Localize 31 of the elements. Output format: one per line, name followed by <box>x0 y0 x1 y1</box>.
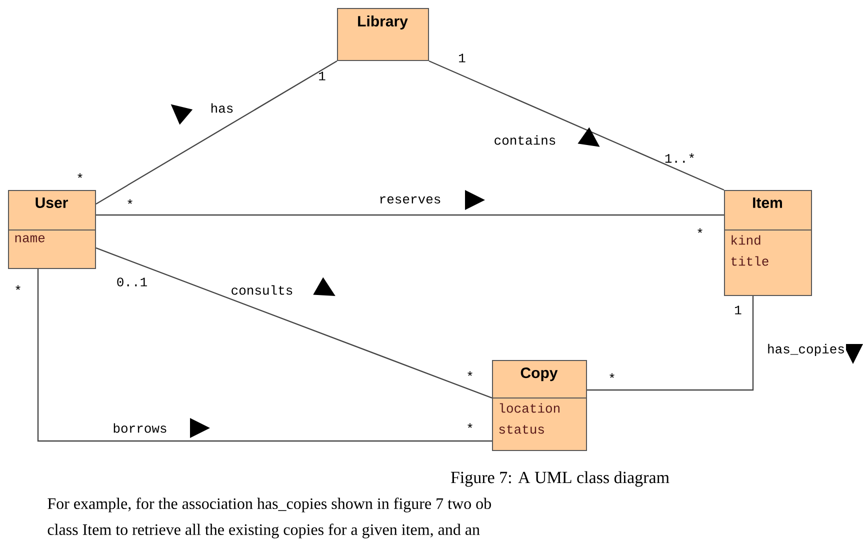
paragraph-line: class Item to retrieve all the existing copies for a given item, and an <box>48 524 480 538</box>
multiplicity-label: * <box>610 373 614 378</box>
edge-label: has_copies <box>766 342 846 358</box>
multiplicity-label: * <box>468 423 472 428</box>
association-line <box>96 214 724 216</box>
multiplicity-label: * <box>698 228 702 233</box>
multiplicity-label: * <box>468 371 472 376</box>
association-line <box>96 247 492 399</box>
multiplicity-label: * <box>128 199 132 204</box>
edge-label: consults <box>230 284 294 296</box>
association-line <box>96 60 338 205</box>
edge-label: contains <box>492 134 558 146</box>
association-line <box>587 296 754 391</box>
class-box: User name <box>8 190 96 269</box>
multiplicity-label: 1 <box>459 54 466 62</box>
association-line <box>428 60 724 191</box>
multiplicity-label: 0..1 <box>117 278 147 286</box>
multiplicity-label: 1 <box>735 306 742 314</box>
class-box: Item kind title <box>724 190 812 296</box>
figure-caption: Figure 7: A UML class diagram <box>450 471 670 487</box>
paragraph-line: For example, for the association has_copies shown in figure 7 two ob <box>48 498 491 512</box>
class-box: Library <box>337 8 429 61</box>
edge-label: has <box>209 102 235 114</box>
multiplicity-label: 1 <box>319 72 326 80</box>
multiplicity-label: * <box>78 173 82 178</box>
association-line <box>37 269 492 442</box>
edge-label: borrows <box>112 422 168 434</box>
multiplicity-label: 1..* <box>665 153 694 163</box>
edge-label: reserves <box>378 195 442 205</box>
multiplicity-label: * <box>16 285 20 290</box>
class-box: Copy location status <box>492 360 587 451</box>
